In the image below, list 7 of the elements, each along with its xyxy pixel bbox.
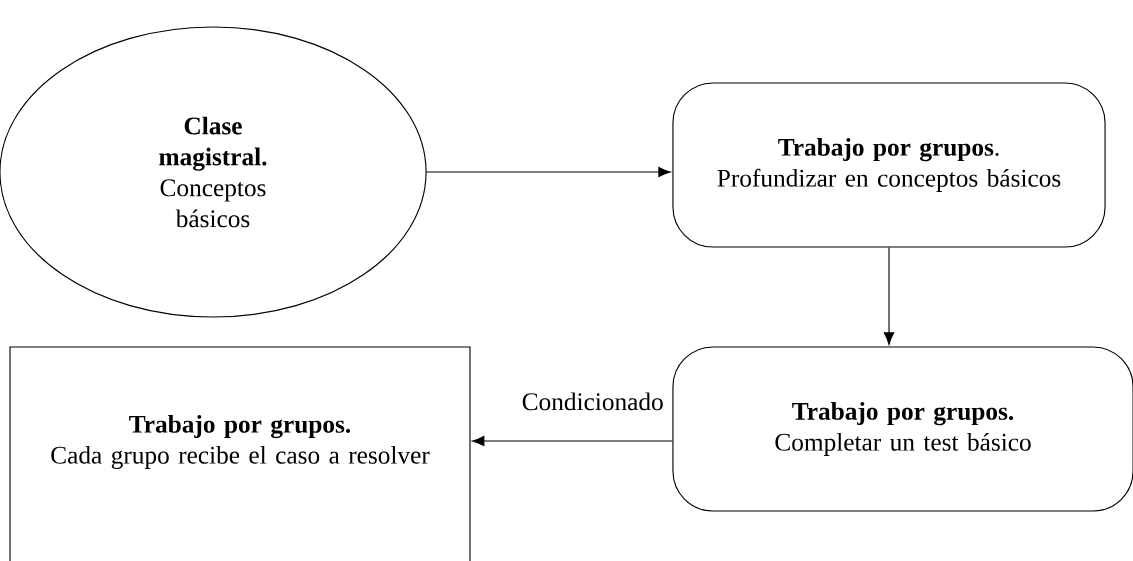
arrow xyxy=(883,247,895,345)
rounded-box: Trabajo por grupos. Profundizar en conceptos básicos xyxy=(672,82,1106,248)
rounded-box: Trabajo por grupos. Completar un test básico xyxy=(672,346,1133,512)
arrow xyxy=(425,166,671,178)
edge-label: Condicionado xyxy=(520,391,666,412)
arrow xyxy=(471,435,673,447)
process-box: Trabajo por grupos. Cada grupo recibe el caso a resolver xyxy=(9,346,471,561)
